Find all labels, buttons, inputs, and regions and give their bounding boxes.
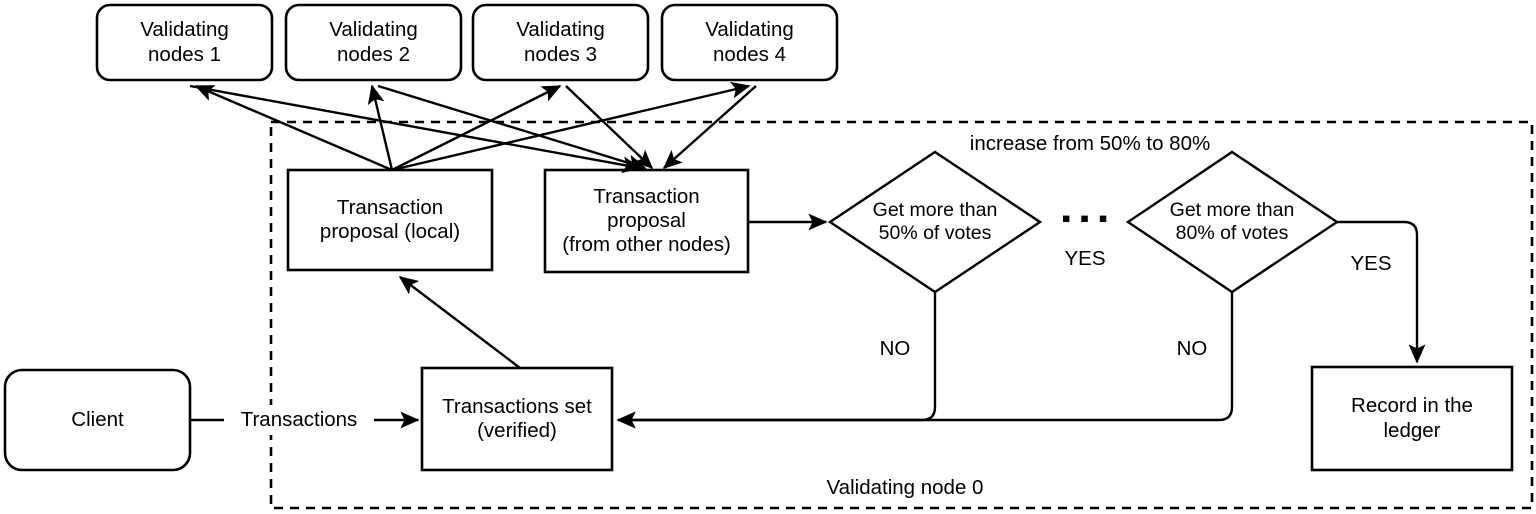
inbound-arrows-to-other-proposal — [189, 84, 757, 174]
validating-node-2-box[interactable] — [284, 3, 463, 82]
validating-node-3-box[interactable] — [471, 3, 650, 82]
record-in-ledger-box[interactable] — [1310, 365, 1514, 472]
yes-path-to-record-ledger — [1337, 220, 1426, 364]
broadcast-arrows-from-local-proposal — [194, 81, 751, 172]
decision-50-percent-diamond[interactable] — [827, 150, 1043, 294]
no-path-decision-80 — [616, 292, 1234, 429]
client-box[interactable] — [3, 368, 192, 472]
no-path-decision-50 — [616, 292, 937, 429]
transactions-set-to-local-proposal-arrow — [398, 276, 521, 369]
validating-node-0-boundary — [269, 120, 1534, 510]
transaction-proposal-other-box[interactable] — [543, 168, 750, 274]
transactions-set-box[interactable] — [420, 366, 614, 472]
transaction-proposal-local-box[interactable] — [286, 168, 494, 272]
validating-node-1-box[interactable] — [95, 3, 274, 82]
decision-80-percent-diamond[interactable] — [1125, 150, 1340, 294]
validating-node-4-box[interactable] — [660, 3, 839, 82]
